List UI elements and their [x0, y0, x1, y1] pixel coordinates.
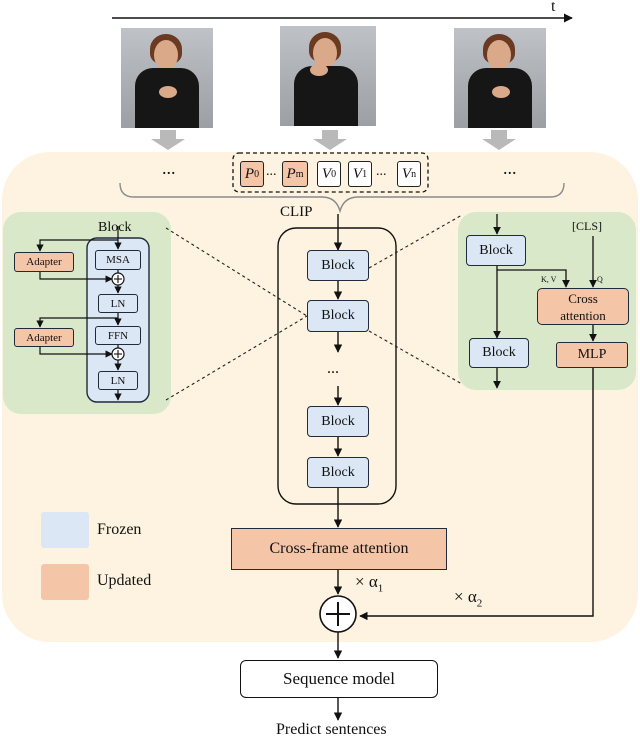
cross-frame-attention: Cross-frame attention: [231, 528, 447, 570]
cls-token-label: [CLS]: [572, 219, 602, 233]
q-label: Q: [597, 275, 603, 284]
video-frame-2: [280, 26, 376, 126]
video-frame-3: [454, 28, 546, 128]
sum-operator: [320, 596, 356, 632]
legend-updated-swatch: [41, 564, 89, 600]
cross-attention-module: Cross attention: [537, 288, 629, 325]
ffn-layer: FFN: [95, 326, 141, 345]
time-axis-label: t: [551, 0, 556, 15]
legend-frozen-label: Frozen: [97, 521, 142, 538]
clip-block-1: Block: [307, 250, 369, 281]
clip-block-4: Block: [307, 457, 369, 488]
ln-layer-2: LN: [98, 371, 138, 390]
mlp-module: MLP: [556, 342, 628, 368]
legend-frozen-swatch: [41, 512, 89, 548]
msa-layer: MSA: [95, 250, 141, 270]
legend-updated-label: Updated: [97, 572, 152, 589]
kv-label: K, V: [541, 275, 557, 284]
clip-title: CLIP: [280, 204, 313, 220]
sequence-model: Sequence model: [240, 660, 438, 698]
alpha-2-weight: × α2: [454, 587, 483, 610]
side-block-bottom: Block: [469, 338, 529, 368]
token-gap-1: ...: [266, 164, 277, 179]
video-frame-1: [121, 28, 213, 128]
frames-ellipsis-right: ...: [503, 158, 517, 178]
adapter-2: Adapter: [14, 328, 74, 347]
token-gap-2: ...: [376, 164, 387, 179]
clip-block-2: Block: [307, 300, 369, 332]
clip-ellipsis: ...: [327, 360, 339, 377]
ln-layer-1: LN: [98, 294, 138, 313]
side-block-top: Block: [466, 235, 526, 266]
adapter-1: Adapter: [14, 252, 74, 272]
block-detail-title: Block: [98, 220, 132, 235]
output-label: Predict sentences: [276, 721, 387, 738]
clip-block-3: Block: [307, 406, 369, 437]
frame-down-arrow: [151, 130, 516, 150]
frames-ellipsis-left: ...: [162, 158, 176, 178]
alpha-1-weight: × α1: [355, 572, 384, 595]
